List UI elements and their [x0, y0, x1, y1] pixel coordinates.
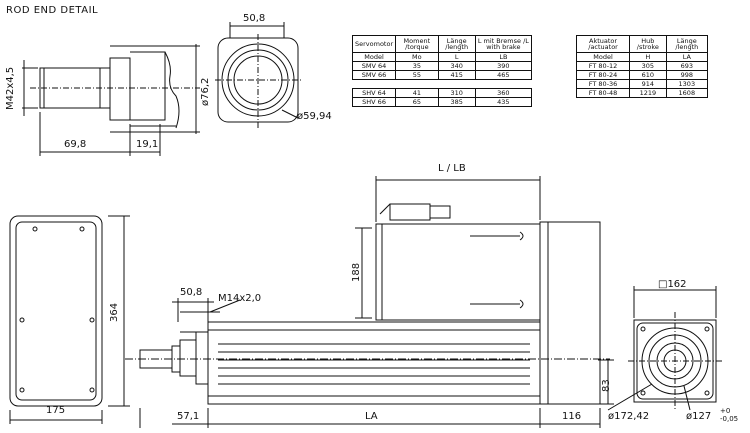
- actuator-cell: 305: [629, 61, 667, 71]
- dim-162: □162: [658, 279, 687, 290]
- actuator-cell: FT 80-36: [575, 79, 631, 89]
- actuator-cell: 914: [629, 79, 667, 89]
- dim-172: ø172,42: [608, 411, 650, 422]
- servo-subheader: Model: [351, 52, 397, 62]
- dim-thread: M14x2,0: [218, 293, 262, 304]
- actuator-subheader: Model: [575, 52, 631, 62]
- servomotor-table: Servomotor Moment /torque Länge /length …: [351, 35, 533, 107]
- servo-cell: SHV 64: [351, 88, 397, 98]
- actuator-cell: 1219: [629, 88, 667, 98]
- actuator-subheader: LA: [665, 52, 709, 62]
- servo-subheader: L: [437, 52, 476, 62]
- dim-83: 83: [601, 379, 612, 392]
- dim-57-1: 57,1: [177, 411, 200, 422]
- dim-175: 175: [46, 405, 66, 416]
- actuator-cell: 610: [629, 70, 667, 80]
- dim-127-tol-dn: -0,05: [720, 415, 739, 423]
- actuator-cell: FT 80-12: [575, 61, 631, 71]
- actuator-subheader: H: [629, 52, 667, 62]
- servo-cell: SMV 64: [351, 61, 397, 71]
- actuator-front-view: [607, 286, 722, 411]
- dim-rod-len2: 19,1: [136, 139, 159, 150]
- servo-cell: 465: [474, 70, 533, 80]
- servo-cell: 360: [474, 88, 533, 98]
- dim-116: 116: [562, 411, 582, 422]
- actuator-cell: 998: [665, 70, 709, 80]
- servo-header: Servomotor: [351, 35, 397, 53]
- servo-cell: 310: [437, 88, 476, 98]
- servo-cell: SHV 66: [351, 97, 397, 107]
- dim-rod-thread: M42x4,5: [5, 66, 16, 110]
- actuator-cell: 693: [665, 61, 709, 71]
- actuator-cell: 1608: [665, 88, 709, 98]
- dim-rod-dia: ø76,2: [200, 77, 211, 106]
- drawing-title: ROD END DETAIL: [6, 5, 99, 16]
- servo-cell: 340: [437, 61, 476, 71]
- rod-end-side-view: [22, 44, 200, 156]
- servo-cell: 415: [437, 70, 476, 80]
- actuator-header: Aktuator /actuator: [575, 35, 631, 53]
- actuator-table: Aktuator /actuator Hub /stroke Länge /le…: [575, 35, 709, 98]
- servo-cell: 41: [395, 88, 439, 98]
- dim-l-lb: L / LB: [438, 163, 466, 174]
- dim-188: 188: [351, 262, 362, 282]
- servo-cell: 55: [395, 70, 439, 80]
- servo-subheader: LB: [474, 52, 533, 62]
- actuator-top-view: [9, 215, 130, 424]
- servo-header: Länge /length: [437, 35, 476, 53]
- dim-127: ø127: [686, 411, 712, 422]
- servo-header: Moment /torque: [395, 35, 439, 53]
- rod-end-front-view: [215, 22, 302, 128]
- servo-header: L mit Bremse /L with brake: [474, 35, 533, 53]
- servo-cell: SMV 66: [351, 70, 397, 80]
- actuator-cell: 1303: [665, 79, 709, 89]
- dim-rod-len1: 69,8: [64, 139, 87, 150]
- servo-cell: 385: [437, 97, 476, 107]
- dim-50-8: 50,8: [180, 287, 203, 298]
- actuator-side-view: [125, 176, 614, 428]
- actuator-cell: FT 80-48: [575, 88, 631, 98]
- dim-127-tol-up: +0: [720, 407, 731, 415]
- dim-364: 364: [109, 302, 120, 322]
- servo-subheader: Mo: [395, 52, 439, 62]
- dim-rod-width: 50,8: [243, 13, 266, 24]
- dim-rod-circle: ø59,94: [297, 111, 332, 122]
- dim-la: LA: [365, 411, 378, 422]
- servo-cell: 65: [395, 97, 439, 107]
- actuator-cell: FT 80-24: [575, 70, 631, 80]
- servo-cell: 435: [474, 97, 533, 107]
- servo-cell: 35: [395, 61, 439, 71]
- servo-cell: 390: [474, 61, 533, 71]
- actuator-header: Hub /stroke: [629, 35, 667, 53]
- actuator-header: Länge /length: [665, 35, 709, 53]
